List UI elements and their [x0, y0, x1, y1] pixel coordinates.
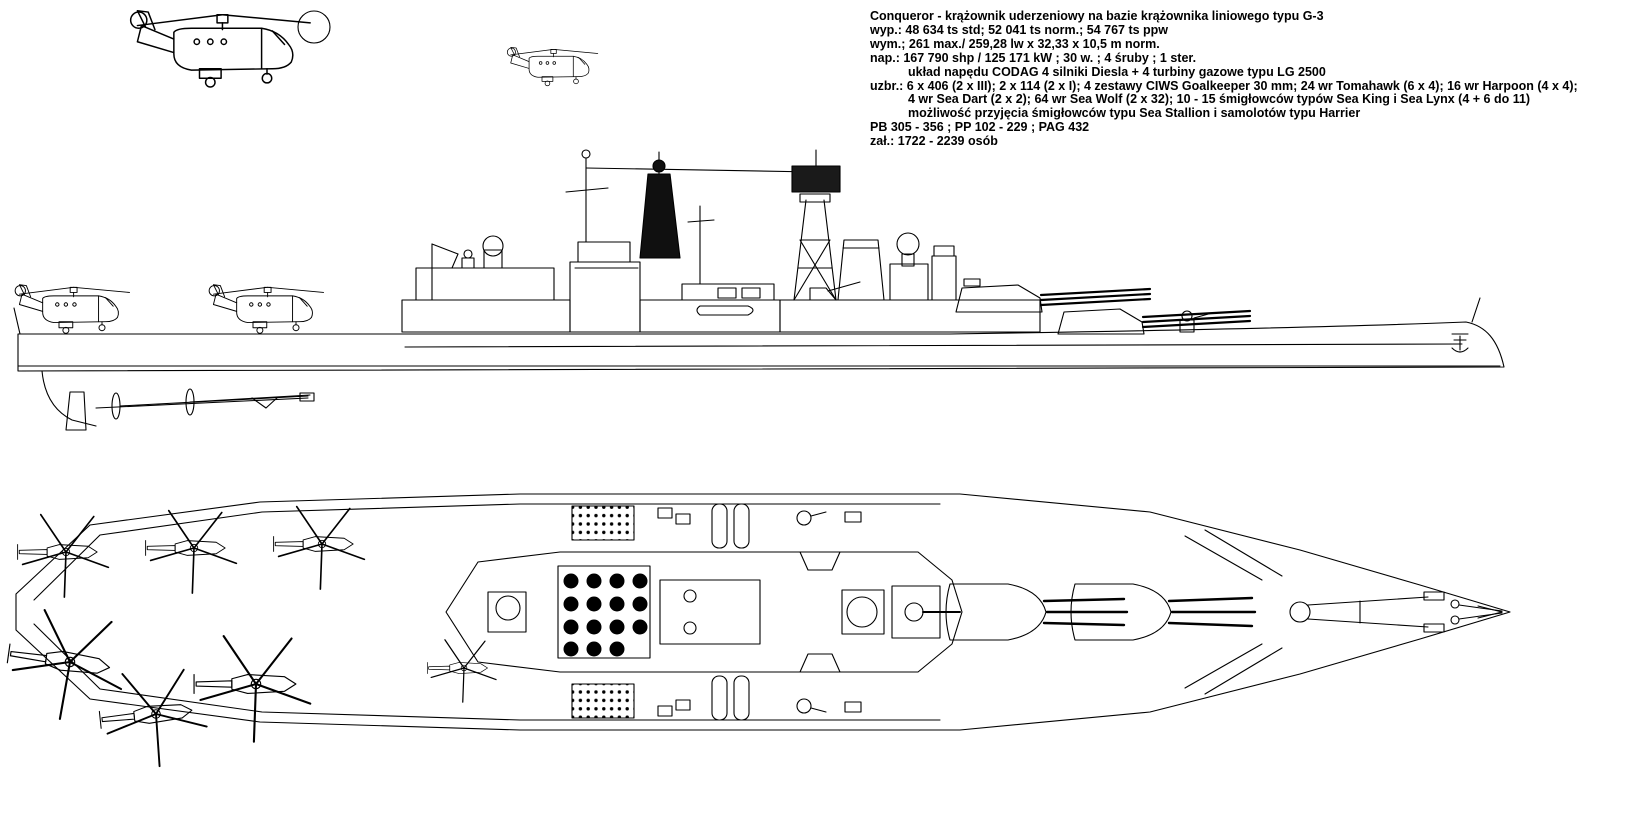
- sea-king-on-deck-1: [14, 284, 130, 334]
- ships-boat-side: [696, 305, 754, 316]
- spec-propulsion-detail: układ napędu CODAG 4 silniki Diesla + 4 …: [908, 64, 1326, 79]
- forward-deckhouse: [779, 299, 1041, 333]
- spec-aircraft-note: możliwość przyjęcia śmigłowców typu Sea …: [908, 106, 1361, 121]
- bow-jackstaff: [1471, 297, 1481, 323]
- bow-ciws: [1179, 310, 1213, 333]
- hull-plan: [15, 493, 1511, 731]
- bridge-block: [569, 261, 641, 333]
- superstructure-plan: [445, 551, 963, 673]
- funnel-casing-plan: [841, 589, 885, 635]
- helicopter-top-4: [0, 604, 132, 728]
- deck-plating-line: [404, 343, 1463, 348]
- anchor-gear-plan: [1450, 599, 1503, 625]
- helicopter-top-2: [144, 509, 238, 594]
- tomahawk-tube-cluster: [557, 565, 651, 659]
- spec-dimensions: wym.; 261 max./ 259,28 lw x 32,33 x 10,5…: [870, 36, 1160, 51]
- deck-helicopters-plan: [0, 505, 497, 773]
- helicopter-top-7: [426, 639, 497, 703]
- ciws-plan: [796, 510, 812, 526]
- lattice-mast: [791, 149, 841, 301]
- spec-armor: PB 305 - 356 ; PP 102 - 229 ; PAG 432: [870, 120, 1090, 135]
- spec-propulsion: nap.: 167 790 shp / 125 171 kW ; 30 w. ;…: [870, 50, 1197, 65]
- aerial-wire: [585, 167, 815, 173]
- elevator-plan: [495, 595, 521, 621]
- flying-helicopters: [129, 9, 599, 88]
- spec-block: Conqueror - krążownik uderzeniowy na baz…: [870, 9, 1578, 149]
- anchor-detail: [1451, 333, 1469, 353]
- aft-radome: [896, 232, 920, 256]
- bridge-plan: [659, 579, 761, 645]
- mack-tower: [639, 173, 681, 259]
- rotor-disc-circle: [297, 10, 331, 44]
- sea-lynx-flying-small: [506, 46, 599, 87]
- mid-deckhouse: [639, 299, 781, 333]
- deck-helicopters-side: [14, 284, 324, 334]
- ciws-plan: [796, 698, 812, 714]
- stern-flagstaff: [13, 307, 21, 335]
- bedstead-radar: [791, 165, 841, 193]
- vls-grid-top: [571, 505, 635, 541]
- stern-underwater-detail: [41, 370, 315, 431]
- hangar: [415, 267, 555, 301]
- helicopter-top-5: [193, 635, 312, 743]
- funnel-plan: [846, 596, 878, 628]
- helicopter-top-3: [272, 505, 366, 590]
- deck-break-chevrons: [1184, 529, 1283, 695]
- side-profile-view: [13, 149, 1505, 431]
- radome: [482, 235, 504, 257]
- secondary-gun-plan: [891, 585, 961, 639]
- aft-deckhouse: [401, 299, 571, 333]
- superstructure-side: [401, 149, 1041, 333]
- funnel-side: [837, 239, 885, 301]
- plan-view: [0, 493, 1511, 773]
- ships-boats-plan: [711, 503, 750, 721]
- propeller: [111, 392, 121, 420]
- main-turret-aft-plan: [945, 583, 1129, 641]
- upper-bridge: [577, 241, 631, 263]
- spec-armament-detail: 4 wr Sea Dart (2 x 2); 64 wr Sea Wolf (2…: [908, 92, 1531, 107]
- spec-armament: uzbr.: 6 x 406 (2 x III); 2 x 114 (2 x I…: [870, 78, 1578, 93]
- director-tower: [931, 255, 957, 301]
- spec-title: Conqueror - krążownik uderzeniowy na baz…: [870, 9, 1324, 23]
- rudder: [65, 391, 87, 431]
- ciws-mount: [461, 257, 475, 269]
- main-turret-fwd-plan: [1070, 583, 1257, 641]
- mast-yard: [565, 187, 609, 193]
- sea-dart-launcher-plan: [1289, 591, 1445, 633]
- rangefinder: [963, 278, 981, 287]
- main-turret-b-side: [955, 278, 1152, 313]
- main-turret-a-side: [1057, 308, 1252, 335]
- hull-side: [17, 321, 1505, 372]
- hangar-plan: [487, 591, 527, 633]
- spec-crew: zał.: 1722 - 2239 osób: [870, 134, 998, 149]
- helicopter-top-1: [16, 513, 110, 598]
- sea-king-on-deck-2: [208, 284, 324, 334]
- sea-king-flying-large: [129, 9, 311, 88]
- helicopter-top-6: [94, 664, 212, 773]
- mast-ball: [652, 159, 666, 173]
- spec-displacement: wyp.: 48 634 ts std; 52 041 ts norm.; 54…: [870, 22, 1169, 37]
- vls-grid-bottom: [571, 683, 635, 719]
- deck-mounts-plan: [657, 507, 862, 717]
- shaft-strut: [251, 396, 279, 409]
